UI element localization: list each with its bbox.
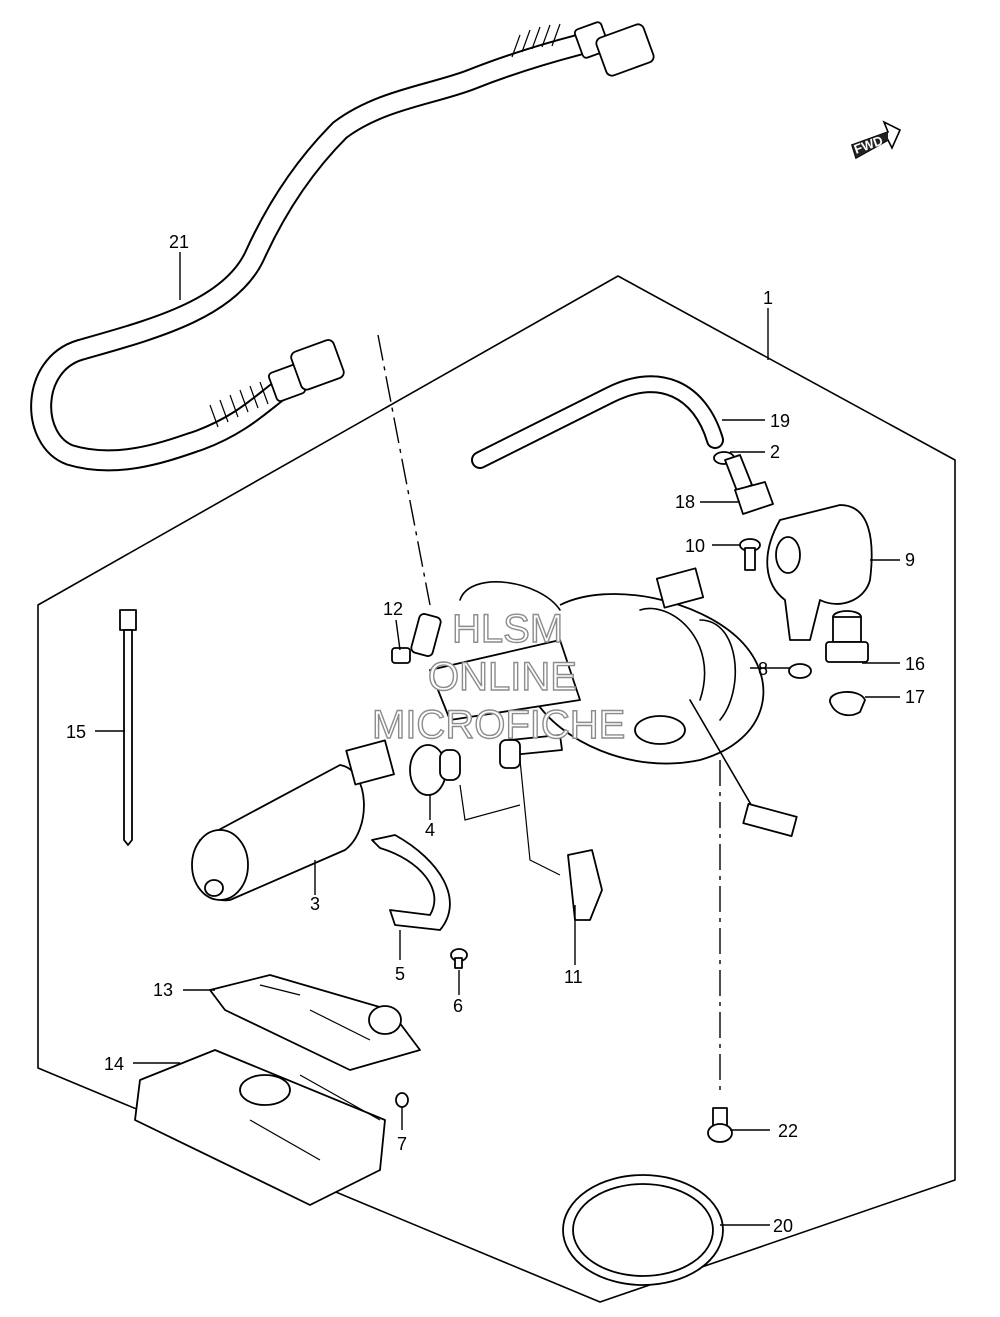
leader-lines: [95, 252, 900, 1226]
cable-tie-part-15: [119, 609, 137, 846]
callout-9: 9: [905, 550, 915, 570]
callout-13: 13: [153, 980, 173, 1000]
bolt-part-10: [739, 538, 761, 571]
damper-part-11: [567, 849, 603, 921]
hose-part-19: [471, 375, 724, 469]
callout-12: 12: [383, 599, 403, 619]
watermark: HLSM ONLINE MICROFICHE: [371, 606, 626, 747]
gasket-part-20: [562, 1174, 724, 1286]
fuel-pump-part-3: [191, 739, 395, 901]
bolt-part-22: [707, 1107, 733, 1143]
bracket-part-5: [371, 834, 451, 931]
svg-text:HLSM: HLSM: [452, 607, 563, 651]
callout-8: 8: [758, 659, 768, 679]
callout-15: 15: [66, 722, 86, 742]
fitting-part-18: [724, 454, 774, 515]
filter-part-13: [209, 974, 421, 1071]
callout-20: 20: [773, 1216, 793, 1236]
fwd-label: FWD: [852, 133, 885, 157]
sub-tank-part-14: [134, 1049, 386, 1206]
callout-11: 11: [564, 967, 583, 987]
fuel-hose-part-21: [30, 21, 655, 472]
regulator-housing-part-9: [766, 504, 873, 641]
callout-19: 19: [770, 411, 790, 431]
forward-arrow-icon: FWD: [851, 120, 902, 160]
callout-21: 21: [169, 232, 189, 252]
callout-4: 4: [425, 820, 435, 840]
regulator-part-16: [825, 610, 869, 663]
pump-flange: [429, 567, 798, 838]
svg-text:ONLINE: ONLINE: [428, 655, 577, 699]
callout-17: 17: [905, 687, 925, 707]
clip-part-17: [829, 691, 866, 717]
callout-labels: 21 1 19 2 18 10 9 12 8 16 17 15 4 3 5 11…: [66, 232, 925, 1236]
grommet-part-4: [409, 744, 461, 796]
callout-10: 10: [685, 536, 705, 556]
callout-22: 22: [778, 1121, 798, 1141]
o-ring-part-8: [788, 663, 812, 679]
callout-18: 18: [675, 492, 695, 512]
callout-7: 7: [397, 1134, 407, 1154]
callout-5: 5: [395, 964, 405, 984]
callout-14: 14: [104, 1054, 124, 1074]
clip-part-7: [395, 1092, 409, 1108]
svg-text:MICROFICHE: MICROFICHE: [372, 703, 625, 747]
callout-2: 2: [770, 442, 780, 462]
screw-part-6: [450, 948, 468, 969]
callout-6: 6: [453, 996, 463, 1016]
connector-part-12: [391, 613, 442, 664]
callout-1: 1: [763, 288, 773, 308]
callout-16: 16: [905, 654, 925, 674]
assembly-boundary: [37, 275, 956, 1303]
callout-3: 3: [310, 894, 320, 914]
